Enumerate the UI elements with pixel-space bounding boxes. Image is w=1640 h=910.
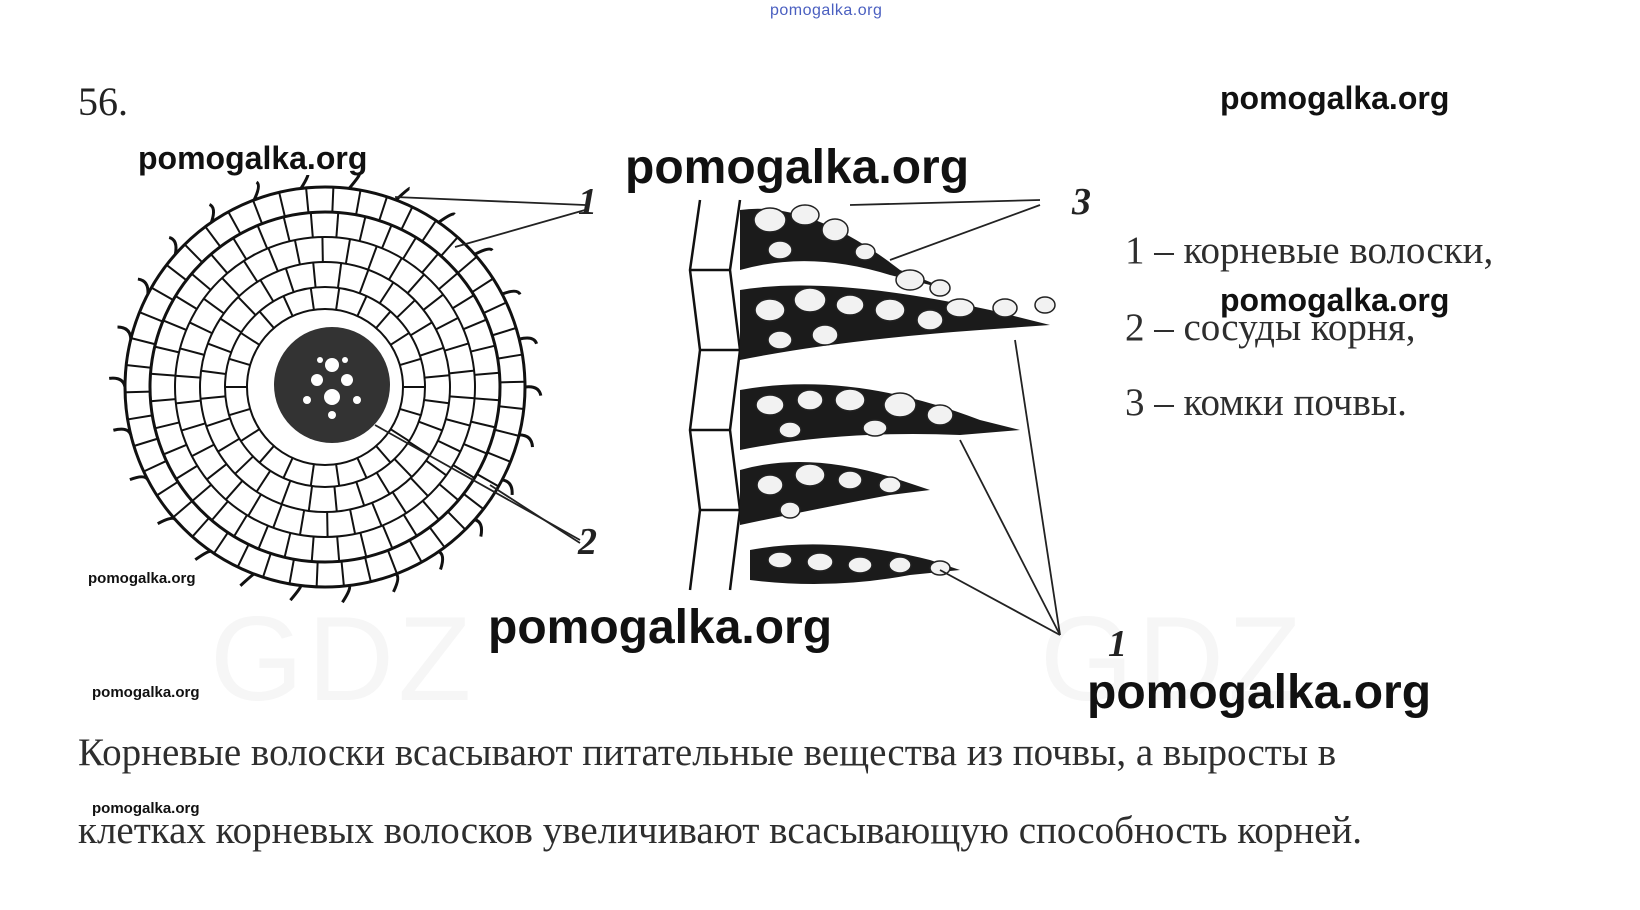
- watermark: pomogalka.org: [1220, 80, 1450, 116]
- label-1-right: 1: [1108, 623, 1127, 665]
- legend-item-3: 3 – комки почвы.: [1125, 381, 1407, 424]
- watermark: pomogalka.org: [92, 800, 200, 817]
- answer-line-1: Корневые волоски всасывают питательные в…: [78, 731, 1337, 774]
- task-number: 56.: [78, 79, 128, 124]
- watermark: pomogalka.org: [488, 601, 833, 654]
- watermark: pomogalka.org: [138, 140, 368, 176]
- watermark: pomogalka.org: [1087, 666, 1432, 719]
- root-hairs-soil-figure: [688, 199, 1061, 636]
- root-cross-section-figure: [108, 175, 586, 604]
- answer-line-2: клетках корневых волосков увеличивают вс…: [78, 809, 1363, 852]
- watermark-top[interactable]: pomogalka.org: [770, 2, 883, 19]
- watermark: pomogalka.org: [92, 684, 200, 701]
- background-watermark: GDZ: [210, 592, 476, 726]
- watermark: pomogalka.org: [1220, 282, 1450, 318]
- label-2-left: 2: [578, 521, 597, 563]
- label-1-left: 1: [578, 181, 597, 223]
- background-watermark: GDZ: [1040, 592, 1306, 726]
- watermark: pomogalka.org: [625, 141, 970, 194]
- watermark: pomogalka.org: [88, 570, 196, 587]
- legend-item-1: 1 – корневые волоски,: [1125, 229, 1494, 272]
- legend-item-2: 2 – сосуды корня,: [1125, 306, 1416, 349]
- label-3-right: 3: [1072, 181, 1091, 223]
